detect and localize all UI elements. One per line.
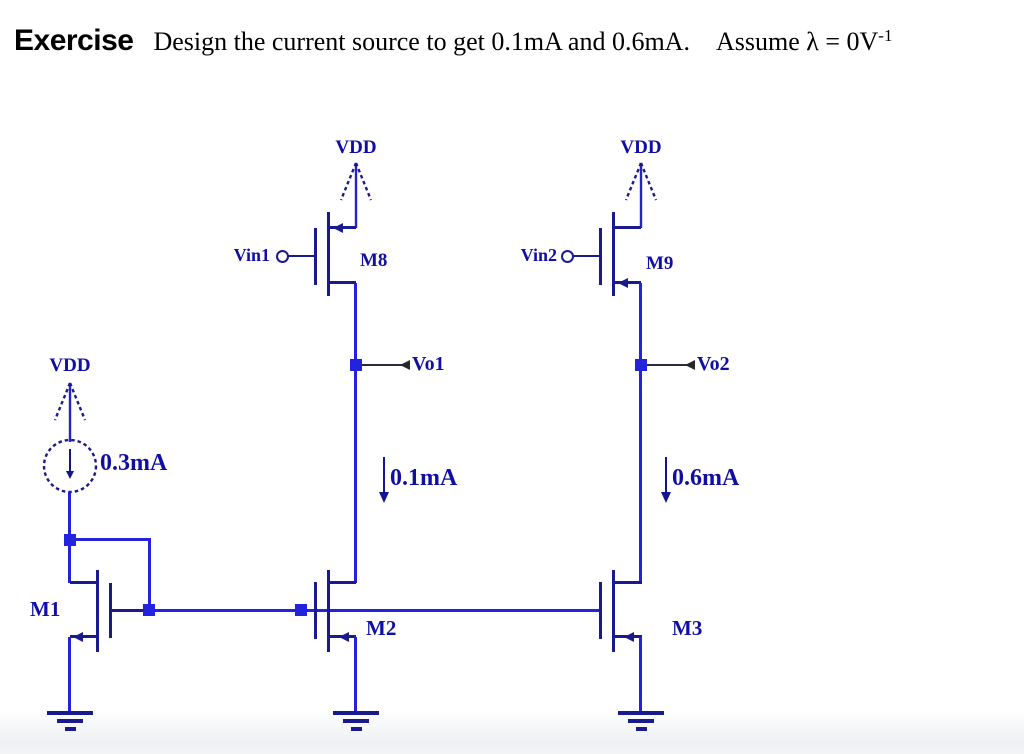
m3-source-arrow-icon — [624, 632, 634, 642]
m1-gate-lead — [112, 609, 150, 612]
m8-gate-plate — [314, 228, 317, 285]
m1-source-arrow-icon — [73, 632, 83, 642]
i-out2-arrow-line — [665, 457, 667, 495]
m1-diode-node — [64, 534, 76, 546]
m8-source-lead — [330, 226, 356, 229]
vo1-tap-line — [362, 364, 404, 366]
m8-gate-stub — [288, 255, 315, 257]
m1-gate-plate — [109, 583, 112, 638]
m3-drain-lead — [615, 581, 642, 584]
m1-gate-node — [143, 604, 155, 616]
m8-channel-bar — [327, 212, 330, 296]
m3-channel-bar — [612, 570, 615, 652]
m9-source-lead — [615, 226, 641, 229]
vdd-arrow-m8 — [339, 162, 373, 228]
m9-channel-bar — [612, 212, 615, 296]
m9-drain-arrow-icon — [618, 278, 628, 288]
bottom-shading — [0, 710, 1024, 754]
wire-diode-branch-v — [148, 539, 151, 611]
title-assume: Assume λ = 0V-1 — [715, 26, 893, 56]
m9-gate-stub — [573, 255, 600, 257]
m2-gate-node — [295, 604, 307, 616]
vo2-tap-line — [647, 364, 689, 366]
i-out1-arrowhead-icon — [379, 492, 389, 503]
ground1-bar1-icon — [47, 711, 93, 715]
m8-drain-lead — [330, 281, 356, 284]
ground2-bar2-icon — [343, 719, 369, 723]
vin2-terminal-icon — [561, 250, 574, 263]
m3-gate-plate — [599, 582, 602, 639]
ground1-bar3-icon — [65, 727, 76, 731]
vdd-label-m8: VDD — [335, 137, 377, 158]
m1-channel-bar — [96, 570, 99, 652]
m9-gate-plate — [599, 228, 602, 285]
m2-drain-lead — [330, 581, 356, 584]
ground3-bar3-icon — [636, 727, 647, 731]
m1-drain-lead — [70, 581, 97, 584]
m2-source-arrow-icon — [339, 632, 349, 642]
ground2-bar3-icon — [351, 727, 362, 731]
vin2-label: Vin2 — [520, 245, 557, 265]
vo1-node — [350, 359, 362, 371]
i-out1-arrow-line — [383, 457, 385, 495]
m8-source-arrow-icon — [333, 223, 343, 233]
vdd-label-m9: VDD — [620, 137, 662, 158]
m2-gate-plate — [314, 582, 317, 639]
current-source-arrow-line — [69, 449, 71, 475]
m1-source-lead — [70, 635, 97, 638]
m2-label: M2 — [366, 616, 397, 640]
vo2-label: Vo2 — [697, 353, 730, 375]
vin1-label: Vin1 — [233, 245, 270, 265]
m2-channel-bar — [327, 570, 330, 652]
m9-drain-lead — [615, 281, 641, 284]
title-text: Design the current source to get 0.1mA a… — [153, 27, 690, 56]
ground2-bar1-icon — [333, 711, 379, 715]
wire-diode-branch-h — [69, 538, 151, 541]
vo2-node — [635, 359, 647, 371]
i-out2-arrowhead-icon — [661, 492, 671, 503]
vdd-label-left: VDD — [49, 355, 91, 376]
i-out2-label: 0.6mA — [672, 465, 740, 491]
vdd-arrow-m9 — [624, 162, 658, 228]
ground1-bar2-icon — [57, 719, 83, 723]
vdd-arrow-left — [53, 382, 87, 442]
current-source-arrowhead-icon — [66, 471, 74, 479]
vo2-arrow-icon — [685, 360, 695, 370]
m8-label: M8 — [360, 250, 388, 271]
vo1-label: Vo1 — [412, 353, 445, 375]
exercise-heading: Exercise — [14, 24, 134, 57]
gate-bus-wire — [150, 609, 600, 612]
m3-label: M3 — [672, 616, 703, 640]
wire-m9-to-m3 — [639, 283, 642, 583]
ground3-bar2-icon — [628, 719, 654, 723]
i-ref-label: 0.3mA — [100, 450, 168, 476]
vin1-terminal-icon — [276, 250, 289, 263]
wire-m8-to-m2 — [354, 283, 357, 583]
wire-m2-to-ground — [354, 637, 357, 713]
i-out1-label: 0.1mA — [390, 465, 458, 491]
page-title: Exercise Design the current source to ge… — [14, 24, 892, 58]
m1-label: M1 — [30, 597, 61, 621]
m9-label: M9 — [646, 253, 674, 274]
wire-m3-to-ground — [639, 637, 642, 713]
title-exponent: -1 — [878, 26, 893, 45]
wire-m1-to-ground — [68, 637, 71, 713]
ground3-bar1-icon — [618, 711, 664, 715]
vo1-arrow-icon — [400, 360, 410, 370]
